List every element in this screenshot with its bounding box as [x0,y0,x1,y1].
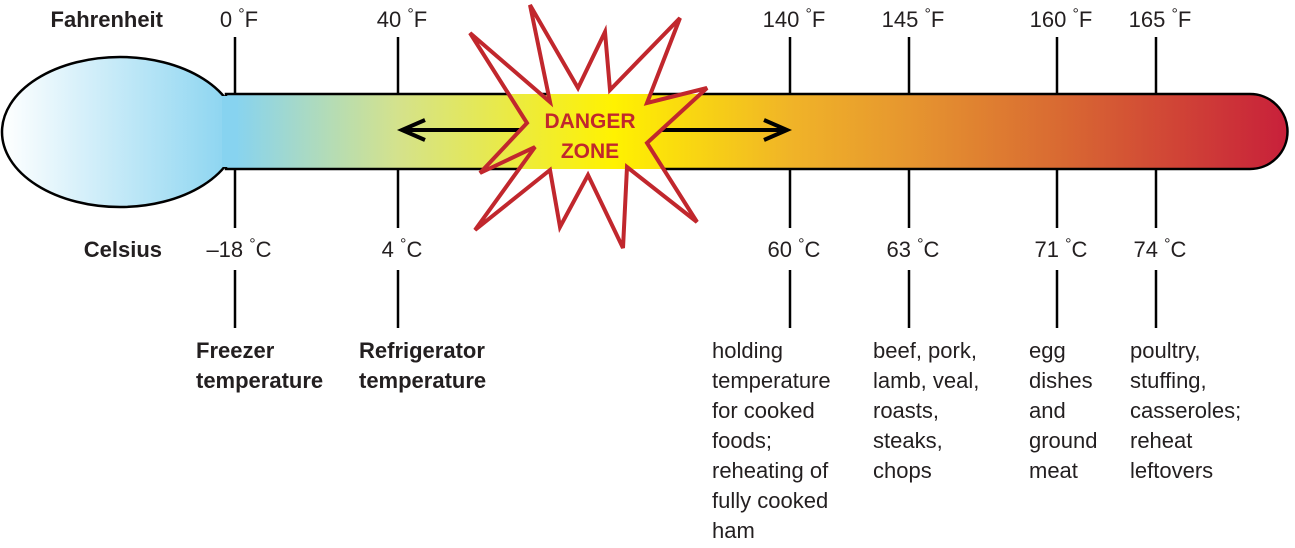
fahrenheit-value: 140 °F [763,6,826,32]
fahrenheit-value: 145 °F [882,6,945,32]
celsius-value: 74 °C [1134,236,1187,262]
fahrenheit-value: 0 °F [220,6,258,32]
temperature-description: beef, pork,lamb, veal,roasts,steaks,chop… [873,338,979,483]
celsius-value: –18 °C [206,236,271,262]
danger-zone-label-line1: DANGER [544,110,635,133]
danger-zone-label-line2: ZONE [561,140,619,163]
celsius-value: 63 °C [887,236,940,262]
fahrenheit-value: 40 °F [377,6,427,32]
temperature-mark: 165 °F 74 °C poultry,stuffing,casseroles;r… [1129,6,1242,483]
thermometer-bulb [0,55,240,209]
celsius-value: 60 °C [768,236,821,262]
temperature-mark: 145 °F 63 °C beef, pork,lamb, veal,roasts,… [873,6,979,483]
celsius-value: 4 °C [382,236,423,262]
fahrenheit-heading: Fahrenheit [51,7,164,32]
fahrenheit-value: 160 °F [1030,6,1093,32]
fahrenheit-value: 165 °F [1129,6,1192,32]
celsius-value: 71 °C [1035,236,1088,262]
celsius-heading: Celsius [84,237,162,262]
